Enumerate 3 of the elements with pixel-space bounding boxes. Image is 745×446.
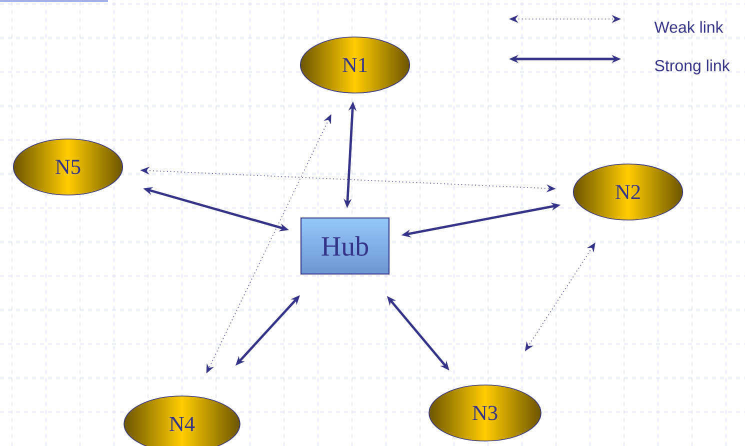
legend-label: Weak link bbox=[654, 21, 724, 33]
legend-label: Strong link bbox=[655, 60, 730, 74]
hub-box: Hub bbox=[300, 217, 390, 275]
